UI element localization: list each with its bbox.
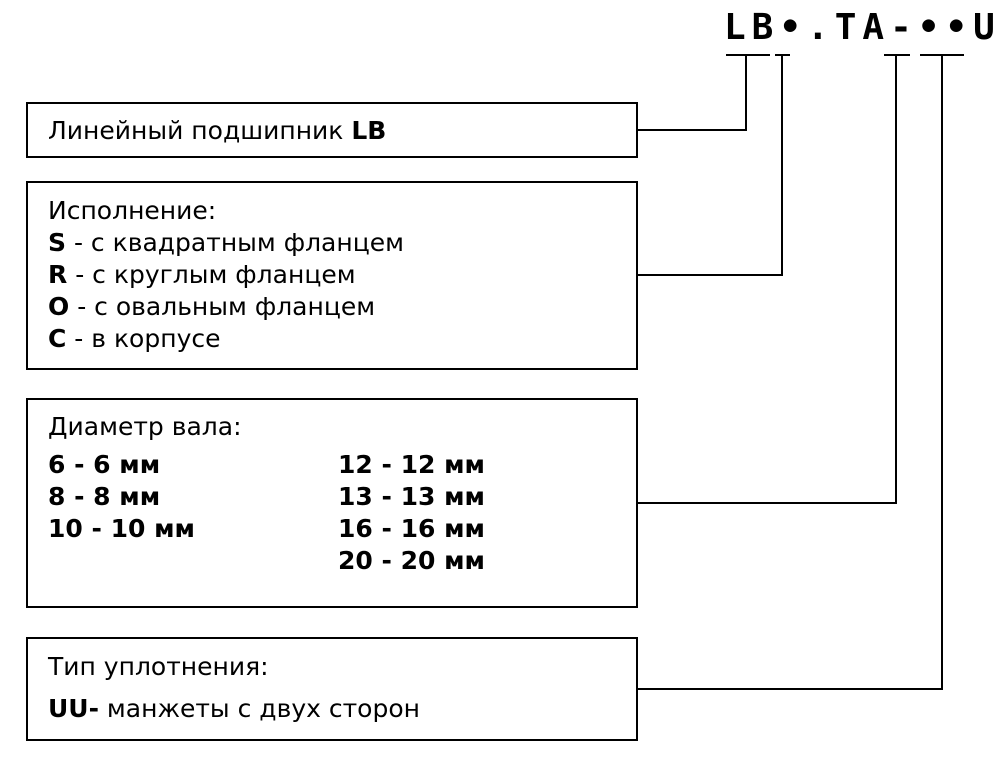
diameter-item: 13 - 13 мм <box>338 482 485 511</box>
diameter-heading: Диаметр вала: <box>48 412 242 441</box>
bearing-type-code: LB <box>351 116 387 145</box>
diameter-item: 10 - 10 мм <box>48 514 195 543</box>
design-item: O - с овальным фланцем <box>48 292 376 321</box>
seal-type-box: Тип уплотнения: UU- манжеты с двух сторо… <box>26 637 638 741</box>
seal-description: манжеты с двух сторон <box>98 694 420 723</box>
seal-heading: Тип уплотнения: <box>48 652 269 681</box>
connector-bearing <box>638 55 747 131</box>
designation-dot-design: • <box>779 7 808 48</box>
diameter-item: 12 - 12 мм <box>338 450 485 479</box>
seal-code: UU- <box>48 694 99 723</box>
shaft-diameter-box: Диаметр вала: 6 - 6 мм 8 - 8 мм 10 - 10 … <box>26 398 638 608</box>
design-item: R - с круглым фланцем <box>48 260 356 289</box>
diameter-item: 20 - 20 мм <box>338 546 485 575</box>
diameter-column-left: 6 - 6 мм 8 - 8 мм 10 - 10 мм <box>48 449 338 577</box>
diameter-item: 8 - 8 мм <box>48 482 161 511</box>
designation-part-ta: .TA- <box>807 7 918 48</box>
design-box: Исполнение: S - с квадратным фланцем R -… <box>26 181 638 370</box>
bearing-type-box: Линейный подшипник LB <box>26 102 638 158</box>
connector-design <box>638 55 783 276</box>
design-heading: Исполнение: <box>48 196 217 225</box>
designation-part-uu: UU <box>973 7 1000 48</box>
connector-seal <box>638 55 943 690</box>
connector-diameter <box>638 55 897 504</box>
design-item: C - в корпусе <box>48 324 221 353</box>
seal-item: UU- манжеты с двух сторон <box>48 693 636 725</box>
designation-code: LB•.TA-••UU <box>724 6 1000 50</box>
designation-part-lb: LB <box>724 7 780 48</box>
design-item: S - с квадратным фланцем <box>48 228 404 257</box>
diameter-item: 16 - 16 мм <box>338 514 485 543</box>
diameter-list: 6 - 6 мм 8 - 8 мм 10 - 10 мм 12 - 12 мм … <box>48 449 636 577</box>
bearing-type-text: Линейный подшипник <box>48 116 352 145</box>
designation-dots-diameter: •• <box>917 7 974 48</box>
diameter-column-right: 12 - 12 мм 13 - 13 мм 16 - 16 мм 20 - 20… <box>338 449 485 577</box>
diameter-item: 6 - 6 мм <box>48 450 161 479</box>
